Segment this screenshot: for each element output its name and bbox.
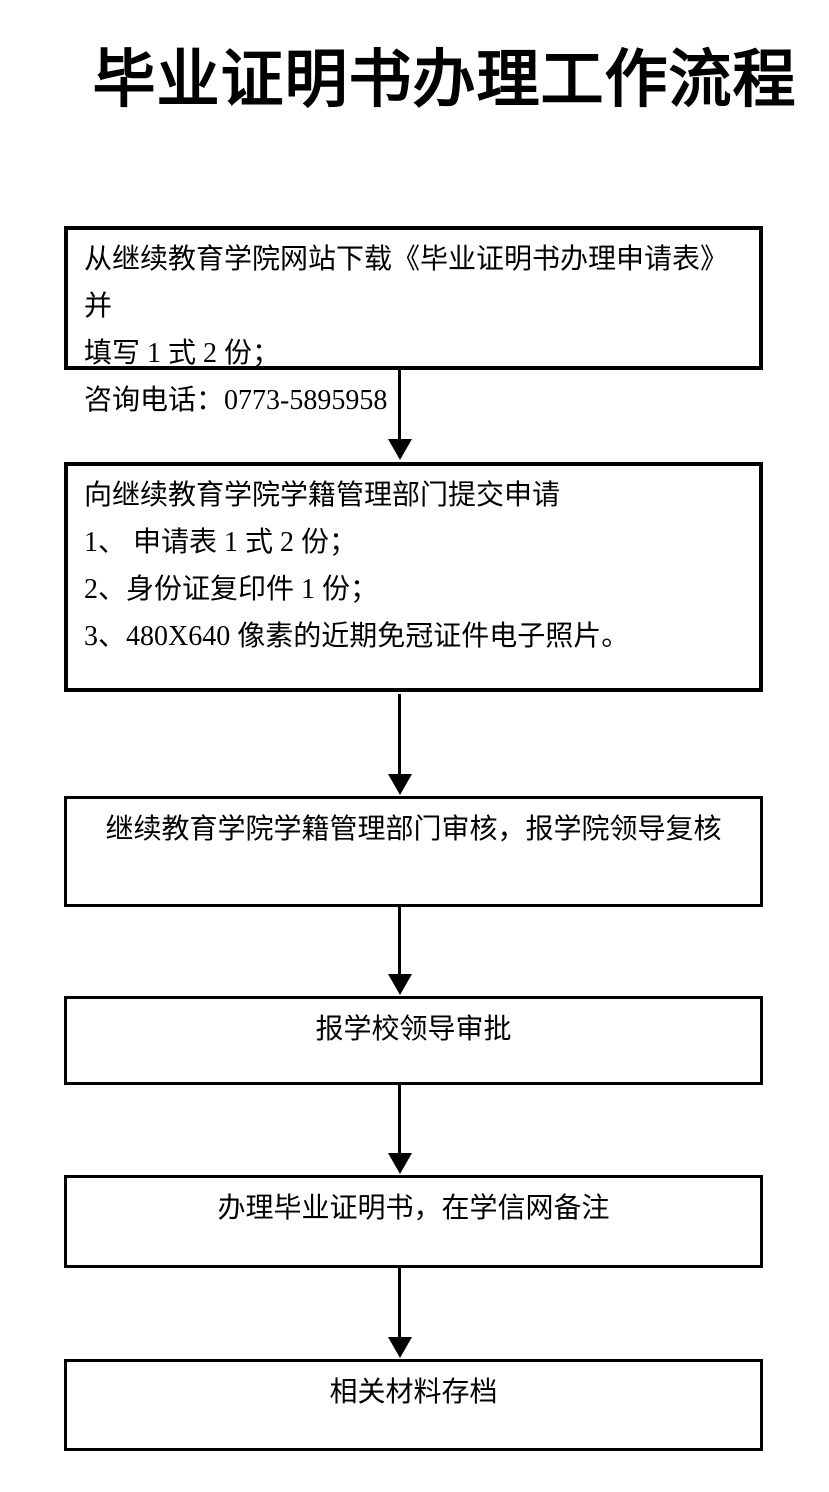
step-text-line: 填写 1 式 2 份；	[84, 338, 281, 369]
flow-connector-1	[388, 370, 412, 460]
arrow-stem	[398, 694, 401, 776]
step-text-line: 咨询电话：0773-5895958	[84, 385, 388, 416]
flow-connector-4	[388, 1085, 412, 1174]
page-title: 毕业证明书办理工作流程	[92, 45, 797, 115]
flow-step-archive-materials: 相关材料存档	[64, 1359, 763, 1451]
flow-step-issue-certificate: 办理毕业证明书，在学信网备注	[64, 1175, 763, 1268]
flow-connector-2	[388, 694, 412, 795]
arrow-down-icon	[388, 1153, 412, 1174]
flow-connector-3	[388, 907, 412, 995]
step-text-line: 1、 申请表 1 式 2 份；	[84, 527, 358, 558]
arrow-stem	[398, 370, 401, 441]
flow-step-school-leader-approval: 报学校领导审批	[64, 996, 763, 1085]
step-text-line: 从继续教育学院网站下载《毕业证明书办理申请表》并	[84, 244, 729, 322]
step-text-line: 相关材料存档	[329, 1377, 498, 1408]
step-text-line: 办理毕业证明书，在学信网备注	[217, 1193, 610, 1224]
arrow-down-icon	[388, 1337, 412, 1358]
step-text-line: 报学校领导审批	[315, 1014, 512, 1045]
flow-step-submit-application: 向继续教育学院学籍管理部门提交申请 1、 申请表 1 式 2 份； 2、身份证复…	[64, 462, 763, 692]
step-text-line: 2、身份证复印件 1 份；	[84, 574, 379, 605]
step-text-line: 向继续教育学院学籍管理部门提交申请	[84, 480, 561, 511]
arrow-down-icon	[388, 974, 412, 995]
flow-step-department-review: 继续教育学院学籍管理部门审核，报学院领导复核	[64, 796, 763, 907]
arrow-down-icon	[388, 439, 412, 460]
arrow-stem	[398, 907, 401, 976]
flow-step-download-form: 从继续教育学院网站下载《毕业证明书办理申请表》并 填写 1 式 2 份； 咨询电…	[64, 226, 763, 416]
step-text-line: 3、480X640 像素的近期免冠证件电子照片。	[84, 621, 630, 652]
arrow-down-icon	[388, 774, 412, 795]
flow-connector-5	[388, 1268, 412, 1358]
step-text-line: 继续教育学院学籍管理部门审核，报学院领导复核	[105, 814, 722, 845]
arrow-stem	[398, 1085, 401, 1155]
arrow-stem	[398, 1268, 401, 1339]
